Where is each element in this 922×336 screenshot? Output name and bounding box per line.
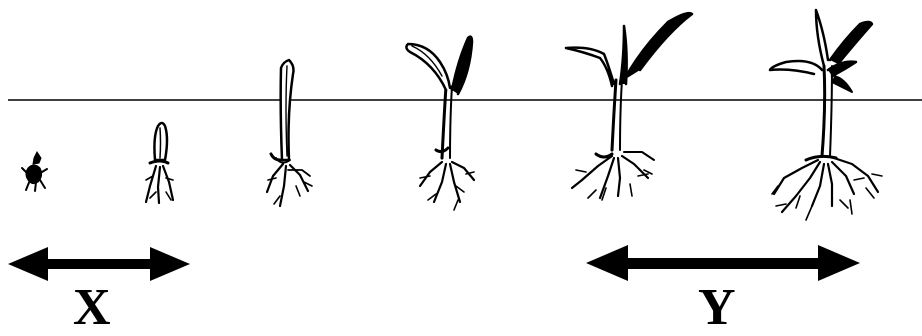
seedling-stage-4 (406, 37, 474, 210)
seedling-stage-6 (770, 10, 882, 220)
seedling-stage-5 (566, 13, 692, 200)
seedling-stage-3 (267, 60, 312, 206)
range-arrow-x (8, 247, 190, 281)
seedling-stage-1 (22, 152, 47, 191)
range-label-x: X (73, 282, 111, 334)
range-label-y: Y (698, 282, 736, 334)
seedling-stage-2 (146, 123, 173, 203)
range-arrow-y (586, 245, 860, 281)
